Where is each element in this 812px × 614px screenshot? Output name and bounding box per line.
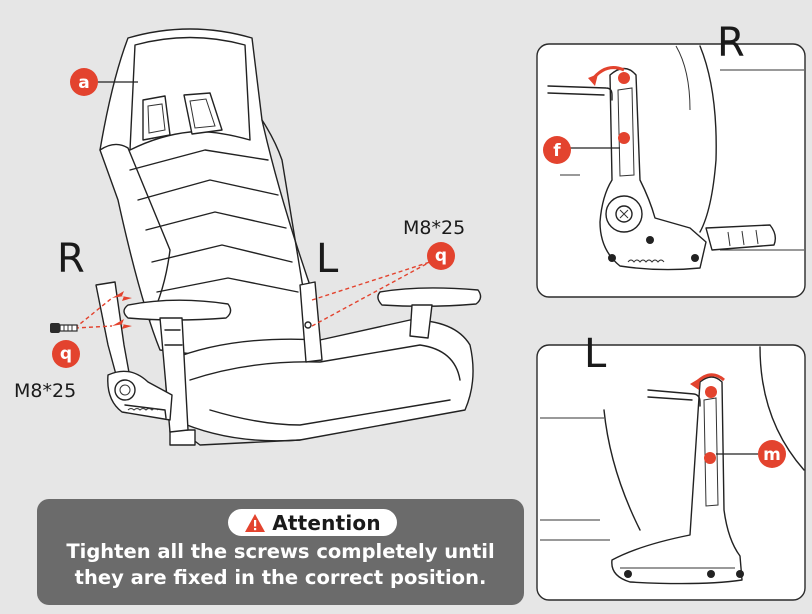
svg-text:a: a xyxy=(78,73,89,93)
svg-text:f: f xyxy=(553,141,561,161)
screw-spec-right: M8*25 xyxy=(14,380,76,402)
side-label-left: L xyxy=(316,236,339,282)
svg-text:q: q xyxy=(60,344,72,364)
attention-text-line-2: they are fixed in the correct position. xyxy=(74,566,487,589)
attention-text-line-1: Tighten all the screws completely until xyxy=(66,540,495,563)
badge-screw-right: q xyxy=(52,340,80,368)
side-label-right: R xyxy=(57,236,85,282)
detail-left-side-label: L xyxy=(584,331,607,377)
attention-box: Attention Tighten all the screws complet… xyxy=(37,499,524,605)
attention-header: Attention xyxy=(228,509,397,536)
detail-panel-right: f xyxy=(536,43,806,298)
svg-text:q: q xyxy=(435,246,447,266)
badge-screw-left: q xyxy=(427,242,455,270)
screw-spec-left: M8*25 xyxy=(403,217,465,239)
warning-icon xyxy=(245,513,266,532)
detail-right-side-label: R xyxy=(717,20,745,66)
attention-text: Tighten all the screws completely until … xyxy=(37,539,524,591)
svg-text:m: m xyxy=(763,445,781,465)
badge-backrest: a xyxy=(70,68,138,96)
chair-illustration xyxy=(50,28,482,446)
badge-detail-right: f xyxy=(543,136,571,164)
attention-title: Attention xyxy=(272,510,381,535)
detail-panel-left: m xyxy=(536,344,806,601)
badge-detail-left: m xyxy=(758,440,786,468)
